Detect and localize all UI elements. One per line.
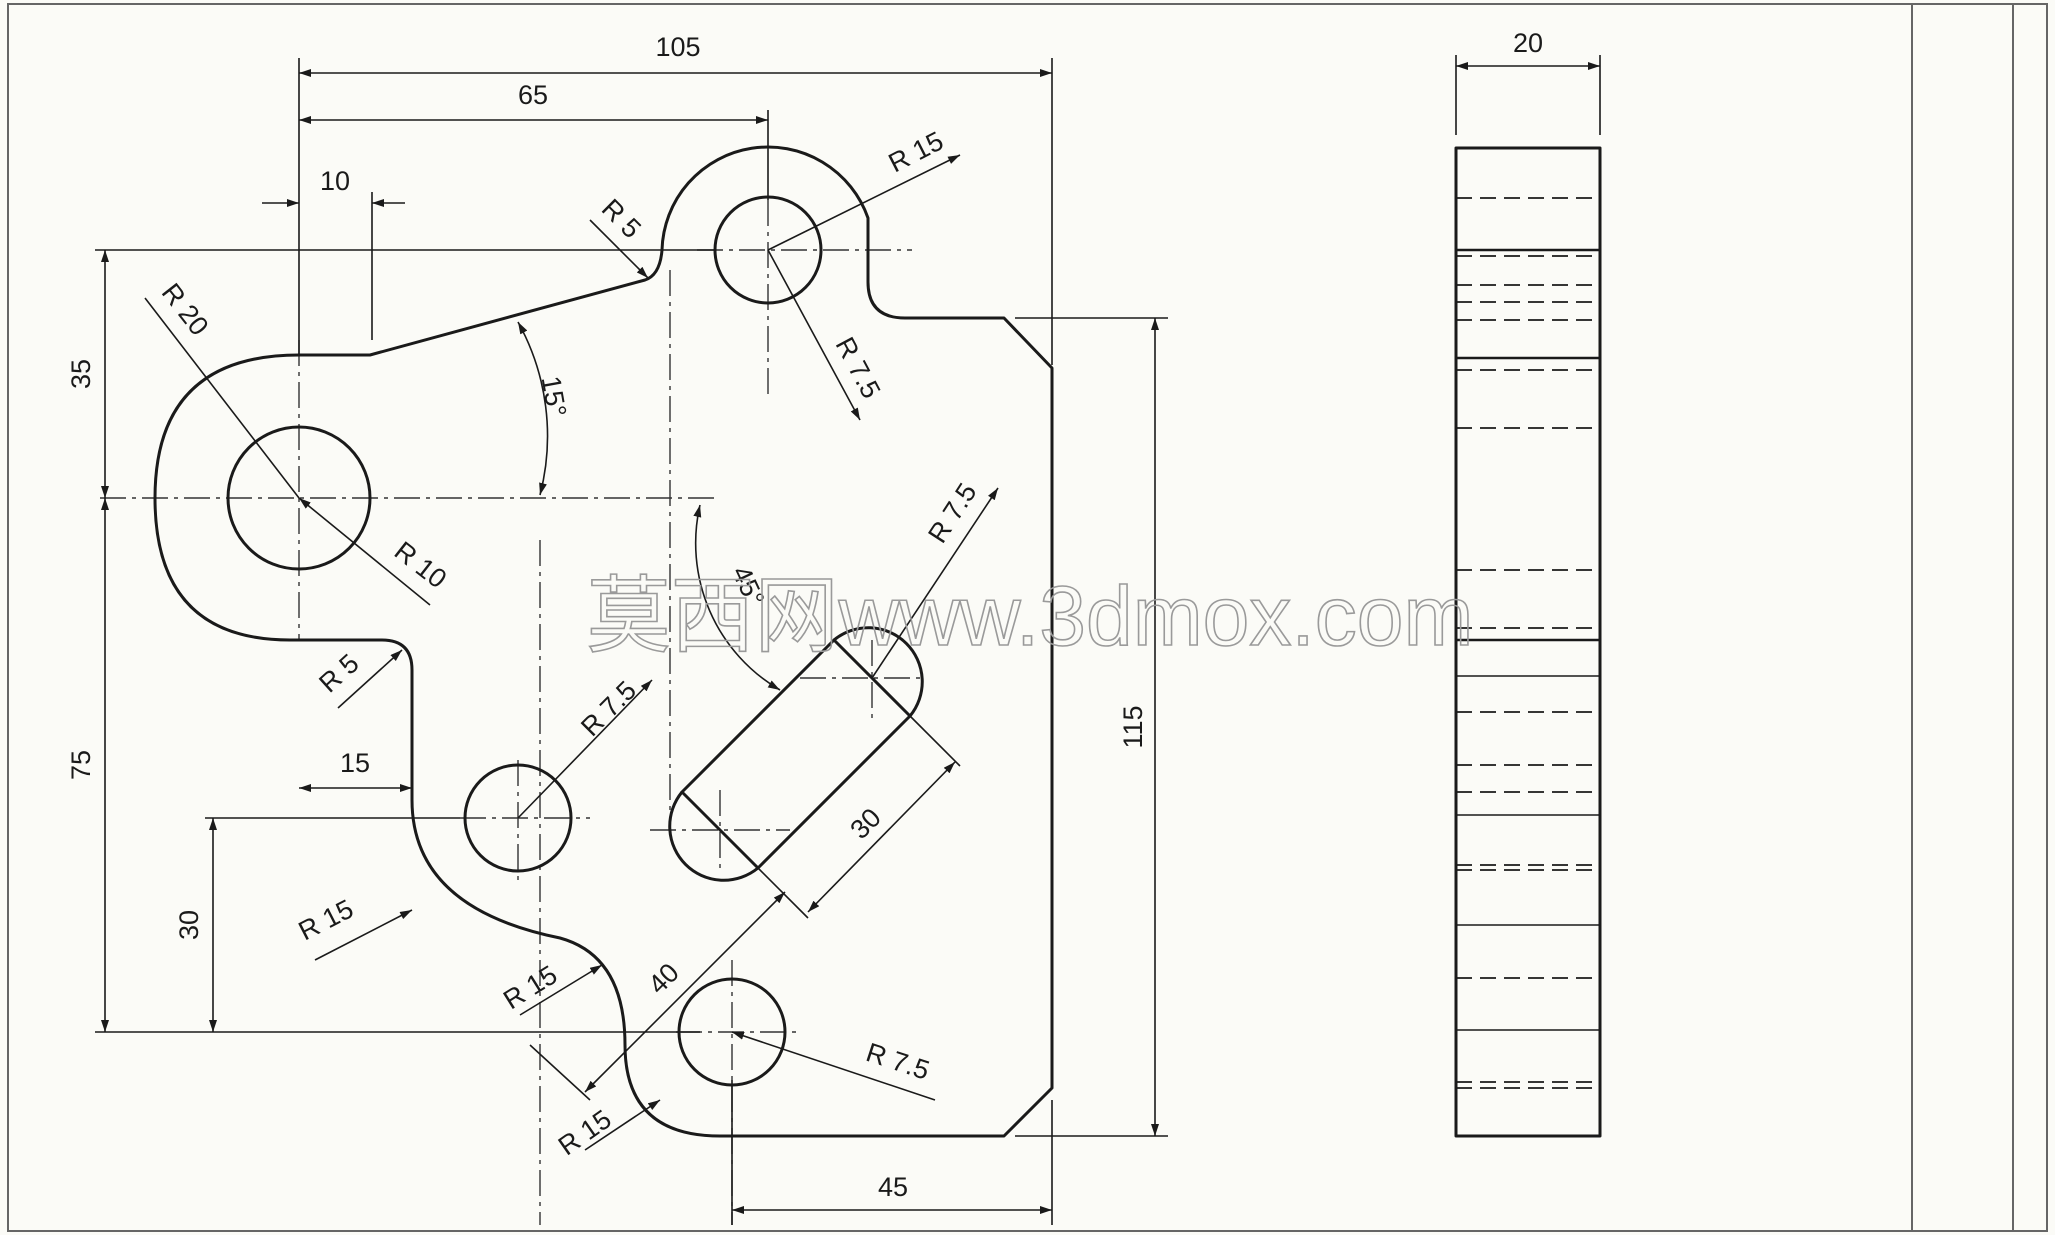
dim-offset-10: 10 <box>320 166 350 196</box>
side-view: 20 <box>1454 28 1602 1138</box>
dim-bottom-45: 45 <box>878 1172 908 1202</box>
dim-height-75: 75 <box>66 750 96 780</box>
dim-overall-width: 105 <box>655 32 700 62</box>
watermark: 莫西网www.3dmox.com <box>587 569 1474 663</box>
radius-r15-top: R 15 <box>884 126 948 179</box>
middle-hole <box>463 763 573 873</box>
radius-r5-top: R 5 <box>596 193 647 244</box>
dim-side-height: 115 <box>1118 705 1148 748</box>
radius-r7-5-top: R 7.5 <box>830 332 887 403</box>
radius-r7-5-slot: R 7.5 <box>922 478 982 548</box>
radius-r7-5-mid: R 7.5 <box>575 675 642 742</box>
dim-height-30: 30 <box>174 910 204 940</box>
slot-rounded-ends <box>668 626 924 882</box>
dim-thickness: 20 <box>1513 28 1543 58</box>
left-boss-hole <box>226 425 372 571</box>
radius-r15-low: R 15 <box>498 960 562 1016</box>
side-view-hidden-lines <box>1456 197 1600 1089</box>
radius-r15-bottom: R 15 <box>553 1104 617 1161</box>
sheet-frame <box>7 3 2048 1232</box>
dim-angle-15: 15° <box>536 374 573 419</box>
radius-r10: R 10 <box>389 536 452 595</box>
dim-boss-center: 65 <box>518 80 548 110</box>
dim-height-35: 35 <box>66 359 96 389</box>
dim-width-15: 15 <box>340 748 370 778</box>
side-view-edges <box>1456 248 1600 1031</box>
dim-diag-40: 40 <box>642 957 684 999</box>
radius-r15-mid: R 15 <box>294 894 358 947</box>
radius-r20: R 20 <box>156 278 215 341</box>
